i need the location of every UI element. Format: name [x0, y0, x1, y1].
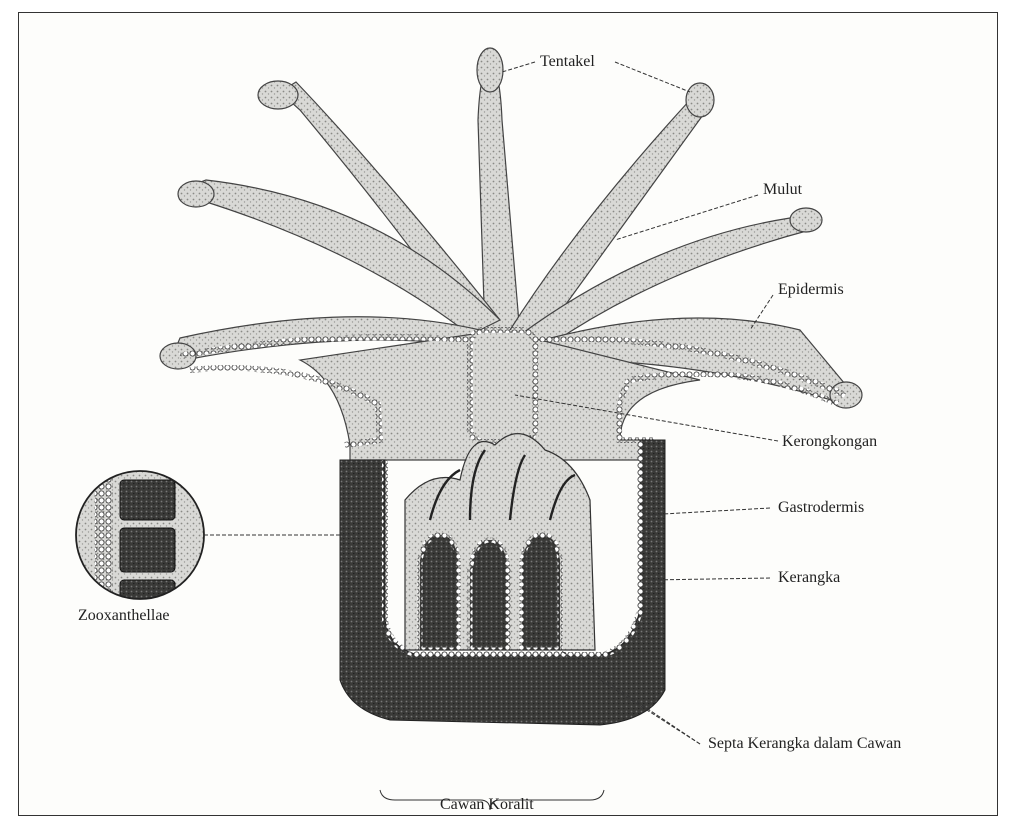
tentacle-top	[478, 60, 520, 335]
label-zooxanthellae: Zooxanthellae	[78, 608, 170, 624]
label-tentakel: Tentakel	[540, 54, 595, 70]
label-epidermis: Epidermis	[778, 282, 844, 298]
label-gastrodermis: Gastrodermis	[778, 500, 864, 516]
label-kerangka: Kerangka	[778, 570, 840, 586]
zooxanthellae-inset	[70, 465, 210, 610]
tentacle-left-mid	[190, 180, 500, 335]
pharynx	[470, 330, 535, 442]
label-cawan-koralit: Cawan Koralit	[440, 797, 534, 813]
label-mulut: Mulut	[763, 182, 802, 198]
septa	[405, 434, 595, 650]
label-septa: Septa Kerangka dalam Cawan	[708, 736, 901, 752]
label-kerongkongan: Kerongkongan	[782, 434, 877, 450]
